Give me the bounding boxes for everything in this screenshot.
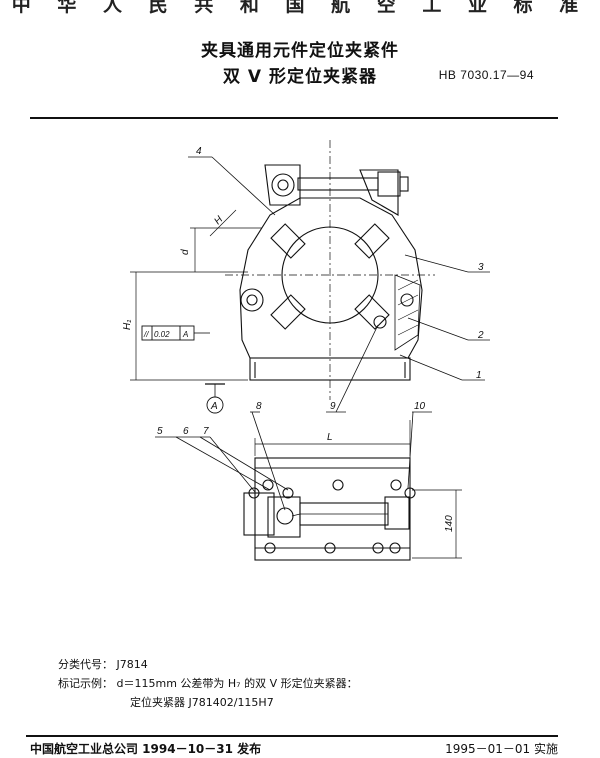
dimension-h1: H₁	[122, 320, 133, 330]
classification-row: 分类代号： J7814	[58, 656, 148, 674]
example-label: 标记示例：	[58, 677, 113, 690]
example-row: 标记示例： d＝115mm 公差带为 H₇ 的双 V 形定位夹紧器：	[58, 675, 358, 693]
dimension-d: d	[180, 249, 191, 255]
callout-9: 9	[330, 401, 336, 412]
datum-label: A	[210, 401, 218, 412]
front-view	[130, 140, 490, 414]
document-title-line2: 双 V 形定位夹紧器	[223, 67, 377, 87]
datum-circle	[206, 396, 224, 414]
clamp-body	[239, 197, 423, 359]
header-rule	[30, 117, 558, 119]
standard-organization: 中 华 人 民 共 和 国 航 空 工 业 标 准	[11, 0, 589, 16]
callout-10: 10	[414, 401, 426, 412]
standard-number: HB 7030.17—94	[438, 68, 534, 82]
document-title-line1: 夹具通用元件定位夹紧件	[201, 41, 399, 61]
tolerance-value: 0.02	[154, 330, 170, 339]
dimension-h: H	[212, 214, 225, 227]
callout-6: 6	[183, 426, 189, 437]
callout-5: 5	[157, 426, 163, 437]
dimension-140: 140	[444, 515, 455, 532]
callout-1: 1	[476, 370, 482, 381]
technical-drawing: 4 3 2 1 9 8 10 5 6 7 d H H₁ L 140 // 0.0…	[122, 140, 490, 561]
effective-date: 1995－01－01 实施	[445, 742, 558, 756]
dimension-l: L	[327, 432, 333, 443]
example-line2: 定位夹紧器 J781402/115H7	[130, 696, 274, 709]
footer-rule	[26, 735, 558, 737]
callout-8: 8	[256, 401, 262, 412]
base-outline	[254, 457, 411, 561]
tolerance-symbol: //	[143, 330, 149, 339]
tolerance-datum: A	[182, 330, 188, 339]
callout-4: 4	[196, 146, 202, 157]
example-line1: d＝115mm 公差带为 H₇ 的双 V 形定位夹紧器：	[116, 677, 358, 690]
top-view	[155, 411, 462, 561]
callout-7: 7	[203, 426, 209, 437]
callout-2: 2	[477, 330, 484, 341]
classification-value: J7814	[116, 658, 148, 671]
classification-label: 分类代号：	[58, 658, 113, 671]
callout-3: 3	[478, 262, 484, 273]
issued-by: 中国航空工业总公司 1994－10－31 发布	[30, 742, 262, 756]
